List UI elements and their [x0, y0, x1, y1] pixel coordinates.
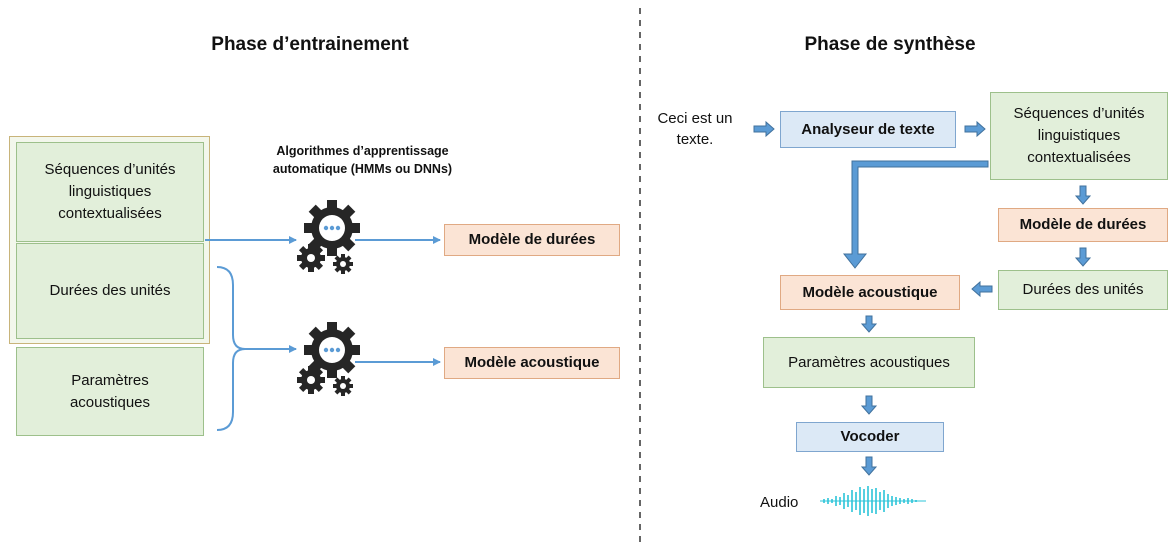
- synthesis-acoustic-model-box: Modèle acoustique: [780, 275, 960, 310]
- synthesis-durations-label: Durées des unités: [1022, 281, 1144, 298]
- synthesis-params-box: Paramètres acoustiques: [763, 337, 975, 388]
- arrow-down: [860, 395, 878, 415]
- synthesis-sequences-label: Séquences d’unités linguistiques context…: [1013, 105, 1145, 166]
- durations-box: Durées des unités: [16, 243, 204, 339]
- acoustic-params-label: Paramètres acoustiques: [69, 371, 151, 411]
- arrow-left: [971, 280, 993, 298]
- vocoder-box: Vocoder: [796, 422, 944, 452]
- vocoder-label: Vocoder: [840, 428, 900, 445]
- acoustic-model-output: Modèle acoustique: [444, 347, 620, 379]
- durations-label: Durées des unités: [49, 282, 171, 299]
- acoustic-model-output-label: Modèle acoustique: [464, 354, 600, 371]
- synthesis-phase-title: Phase de synthèse: [804, 34, 976, 55]
- input-text-sample: Ceci est un texte.: [657, 110, 733, 148]
- gear-icon: [297, 200, 360, 274]
- duration-model-output: Modèle de durées: [444, 224, 620, 256]
- arrow-down: [1074, 247, 1092, 267]
- algorithms-label: Algorithmes d’apprentissage automatique …: [272, 144, 453, 176]
- sequences-label: Séquences d’unités linguistiques context…: [44, 161, 176, 222]
- elbow-arrow: [842, 160, 989, 269]
- synthesis-params-label: Paramètres acoustiques: [788, 353, 950, 371]
- sequences-box: Séquences d’unités linguistiques context…: [16, 142, 204, 242]
- synthesis-sequences-box: Séquences d’unités linguistiques context…: [990, 92, 1168, 180]
- arrow-down: [860, 315, 878, 333]
- text-analyzer-box: Analyseur de texte: [780, 111, 956, 148]
- synthesis-duration-model-label: Modèle de durées: [1019, 216, 1147, 233]
- audio-label: Audio: [760, 494, 799, 511]
- arrow-right: [964, 120, 986, 138]
- synthesis-duration-model-box: Modèle de durées: [998, 208, 1168, 242]
- gear-icon: [297, 322, 360, 396]
- synthesis-acoustic-model-label: Modèle acoustique: [802, 283, 938, 301]
- arrow-right: [753, 120, 775, 138]
- audio-waveform-icon: [820, 486, 926, 516]
- arrow-down: [1074, 185, 1092, 205]
- acoustic-params-box: Paramètres acoustiques: [16, 347, 204, 436]
- arrow-down: [860, 456, 878, 476]
- synthesis-durations-box: Durées des unités: [998, 270, 1168, 310]
- duration-model-output-label: Modèle de durées: [468, 231, 596, 248]
- training-phase-title: Phase d’entrainement: [211, 34, 409, 55]
- text-analyzer-label: Analyseur de texte: [801, 120, 935, 138]
